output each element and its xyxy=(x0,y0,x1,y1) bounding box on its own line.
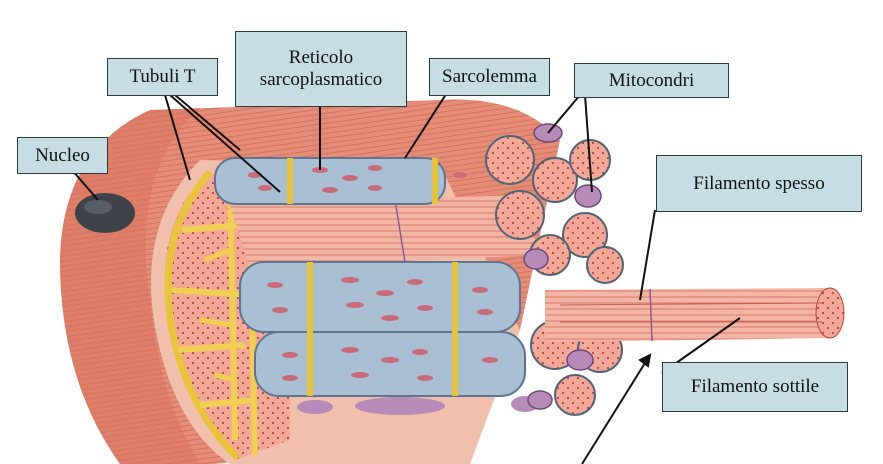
label-mitocondri: Mitocondri xyxy=(574,63,729,98)
label-filamento-spesso: Filamento spesso xyxy=(656,155,862,212)
label-mitocondri-text: Mitocondri xyxy=(608,69,695,91)
label-filamento-sottile: Filamento sottile xyxy=(662,362,848,412)
label-reticolo-sarcoplasmatico: Reticolo sarcoplasmatico xyxy=(235,31,407,107)
label-nucleo: Nucleo xyxy=(17,137,108,174)
myofibril-bundle-end xyxy=(485,123,624,416)
protruding-myofibril xyxy=(545,287,845,342)
leader-lines xyxy=(71,87,741,464)
label-nucleo-text: Nucleo xyxy=(35,144,90,166)
striated-myofibril-upper xyxy=(230,195,540,268)
label-sarcolemma-text: Sarcolemma xyxy=(442,66,537,87)
label-tubuli-t-text: Tubuli T xyxy=(129,66,196,87)
label-filamento-sottile-text: Filamento sottile xyxy=(690,376,820,397)
sarcoplasmic-reticulum xyxy=(214,157,539,415)
label-filamento-spesso-text: Filamento spesso xyxy=(693,172,825,194)
label-reticolo-line2: sarcoplasmatico xyxy=(259,69,383,90)
label-sarcolemma: Sarcolemma xyxy=(429,58,550,96)
label-tubuli-t: Tubuli T xyxy=(107,58,218,96)
label-reticolo-line1: Reticolo xyxy=(288,47,354,68)
nucleus xyxy=(75,193,135,233)
